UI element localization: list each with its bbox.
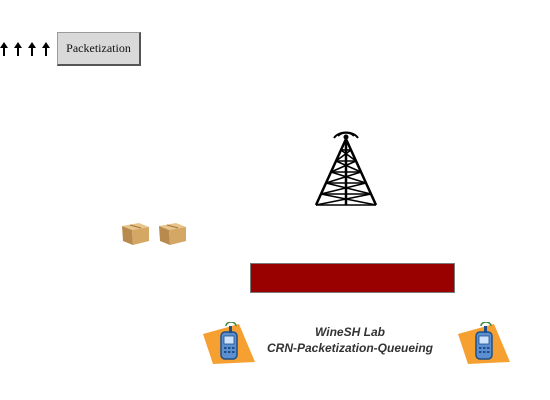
packet-queue	[119, 219, 188, 246]
upload-arrows	[0, 38, 50, 60]
arrow-up-icon	[0, 42, 8, 56]
arrow-up-icon	[14, 42, 22, 56]
lab-caption: WineSH Lab CRN-Packetization-Queueing	[255, 324, 445, 356]
package-box-icon	[159, 223, 186, 245]
arrow-up-icon	[42, 42, 50, 56]
mobile-phone-icon	[458, 322, 510, 364]
packetization-button[interactable]: Packetization	[57, 32, 141, 66]
arrow-up-icon	[28, 42, 36, 56]
lab-name: WineSH Lab	[315, 325, 385, 339]
progress-bar	[250, 263, 455, 293]
package-box-icon	[122, 223, 149, 245]
progress-fill	[251, 264, 454, 292]
radio-tower-icon	[314, 131, 378, 206]
mobile-phone-icon	[203, 322, 255, 364]
project-name: CRN-Packetization-Queueing	[266, 341, 434, 355]
